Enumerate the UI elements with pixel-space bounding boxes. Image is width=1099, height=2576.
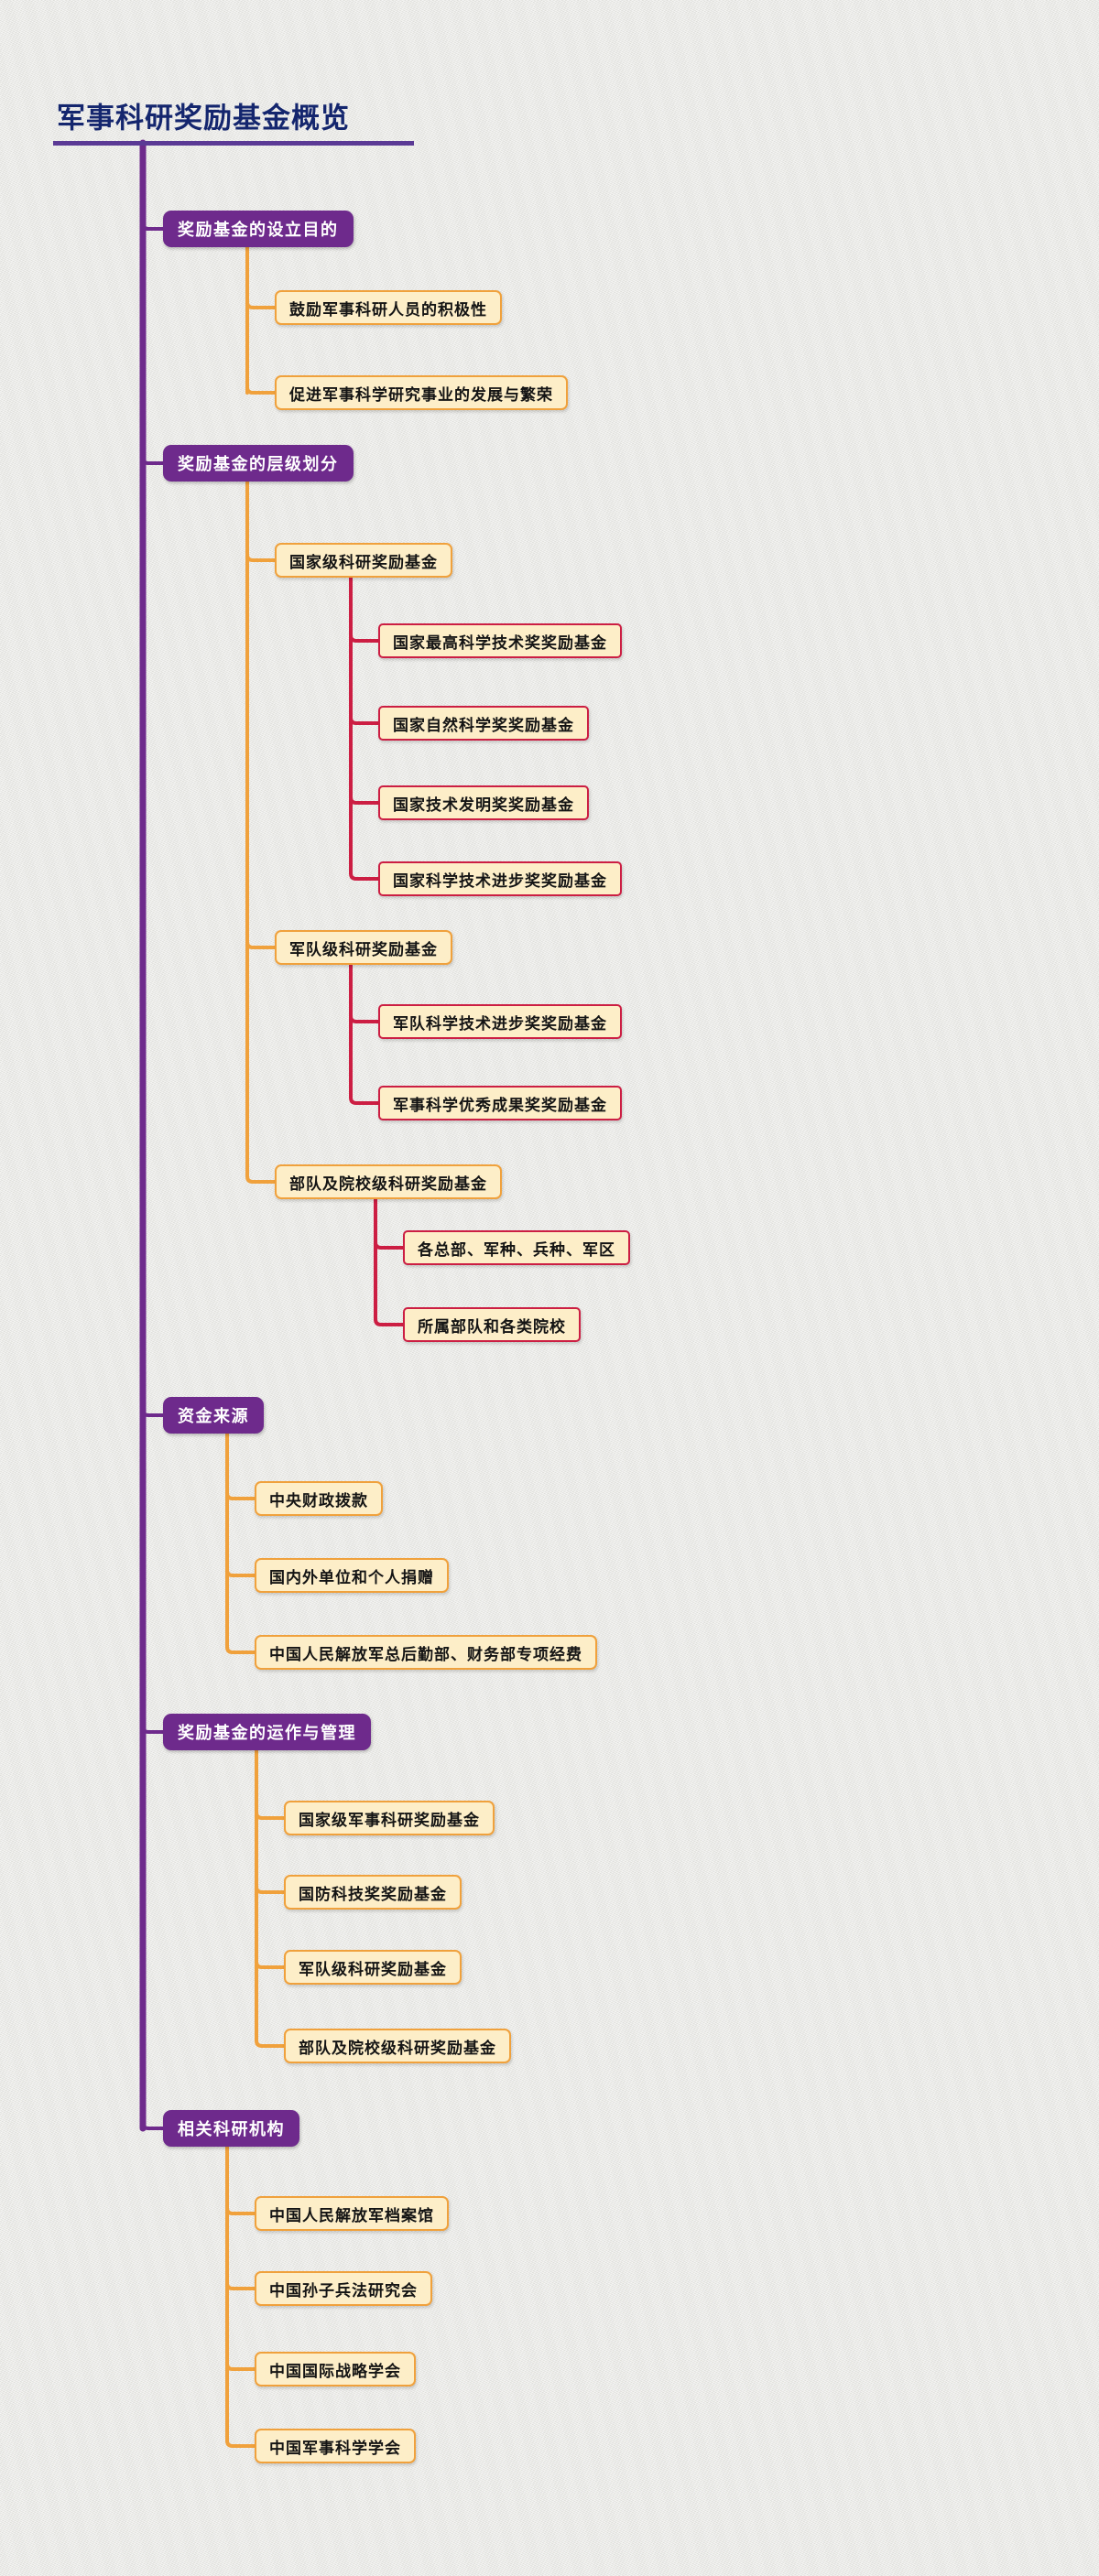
connector-b4-c3 (255, 1954, 286, 1969)
connector-root-to-branch-4 (141, 1701, 165, 1734)
connector-b5-c2 (225, 2276, 256, 2290)
leaf-node-military-science-outstanding-award[interactable]: 军事科学优秀成果奖奖励基金 (378, 1086, 622, 1120)
node-unit-academy-level-fund[interactable]: 部队及院校级科研奖励基金 (275, 1164, 502, 1199)
connector-root-to-branch-1 (140, 222, 165, 231)
leaf-node-promote-development[interactable]: 促进军事科学研究事业的发展与繁荣 (275, 375, 568, 410)
leaf-node-encourage-enthusiasm[interactable]: 鼓励军事科研人员的积极性 (275, 290, 502, 325)
leaf-node-national-military-research-fund[interactable]: 国家级军事科研奖励基金 (284, 1801, 495, 1835)
leaf-node-unit-academy-research-fund[interactable]: 部队及院校级科研奖励基金 (284, 2029, 511, 2063)
leaf-node-general-departments[interactable]: 各总部、军种、兵种、军区 (403, 1230, 630, 1265)
connector-b3-c1 (225, 1486, 256, 1500)
connector-b2-c1 (245, 547, 277, 562)
branch-node-funding-sources[interactable]: 资金来源 (163, 1397, 264, 1434)
leaf-node-pla-archives[interactable]: 中国人民解放军档案馆 (255, 2196, 449, 2231)
connector-b2c1-g2 (349, 710, 380, 725)
leaf-node-defense-science-tech-award-fund[interactable]: 国防科技奖奖励基金 (284, 1875, 462, 1910)
connector-b2c1-g1 (349, 628, 380, 643)
page-title: 军事科研奖励基金概览 (57, 102, 350, 135)
leaf-node-pla-logistics-finance-funds[interactable]: 中国人民解放军总后勤部、财务部专项经费 (255, 1635, 597, 1670)
connector-root-to-branch-3 (141, 1380, 165, 1417)
leaf-node-military-science-society[interactable]: 中国军事科学学会 (255, 2429, 416, 2463)
leaf-node-central-fiscal-allocation[interactable]: 中央财政拨款 (255, 1481, 383, 1516)
connector-b4-c1 (255, 1805, 286, 1820)
connector-root-to-branch-1b (141, 211, 165, 231)
branch-node-research-institutions[interactable]: 相关科研机构 (163, 2110, 299, 2147)
connector-b2c2-g2 (349, 1090, 380, 1105)
connector-b2-c2 (245, 935, 277, 949)
branch-node-hierarchy[interactable]: 奖励基金的层级划分 (163, 445, 354, 482)
connector-b2c1-g4 (349, 866, 380, 881)
connector-b2c1-g3 (349, 790, 380, 805)
connector-b4-c4 (255, 2033, 286, 2048)
connector-b1-c2 (245, 380, 277, 395)
connector-root-to-branch-2-elbow (141, 428, 165, 465)
connector-b5-c3 (225, 2356, 256, 2371)
leaf-node-affiliated-units-academies[interactable]: 所属部队和各类院校 (403, 1307, 581, 1342)
connector-b3-c3 (225, 1640, 256, 1654)
leaf-node-army-science-tech-progress-award[interactable]: 军队科学技术进步奖奖励基金 (378, 1004, 622, 1039)
leaf-node-army-level-research-fund[interactable]: 军队级科研奖励基金 (284, 1950, 462, 1985)
connector-b5-c1 (225, 2201, 256, 2215)
connector-b2c3-g1 (374, 1235, 405, 1250)
node-national-level-fund[interactable]: 国家级科研奖励基金 (275, 543, 452, 578)
connector-b2c2-g1 (349, 1009, 380, 1023)
leaf-node-international-strategy-society[interactable]: 中国国际战略学会 (255, 2352, 416, 2387)
branch-node-purpose[interactable]: 奖励基金的设立目的 (163, 211, 354, 247)
connector-b2c3-g2 (374, 1312, 405, 1326)
branch-node-operation-management[interactable]: 奖励基金的运作与管理 (163, 1714, 371, 1750)
leaf-node-science-tech-progress-award[interactable]: 国家科学技术进步奖奖励基金 (378, 861, 622, 896)
connector-b5-c4 (225, 2433, 256, 2448)
leaf-node-sunzi-art-of-war-society[interactable]: 中国孙子兵法研究会 (255, 2271, 432, 2306)
node-army-level-fund[interactable]: 军队级科研奖励基金 (275, 930, 452, 965)
connector-b3-c2 (225, 1563, 256, 1577)
connector-root-to-branch-5 (141, 2094, 165, 2130)
connector-b4-c2 (255, 1879, 286, 1894)
connector-b1-c1 (245, 295, 277, 309)
title-underline (53, 141, 414, 146)
connector-b2-c3 (245, 1169, 277, 1184)
leaf-node-natural-science-award[interactable]: 国家自然科学奖奖励基金 (378, 706, 589, 741)
leaf-node-supreme-science-tech-award[interactable]: 国家最高科学技术奖奖励基金 (378, 623, 622, 658)
leaf-node-technology-invention-award[interactable]: 国家技术发明奖奖励基金 (378, 785, 589, 820)
leaf-node-domestic-foreign-donations[interactable]: 国内外单位和个人捐赠 (255, 1558, 449, 1593)
